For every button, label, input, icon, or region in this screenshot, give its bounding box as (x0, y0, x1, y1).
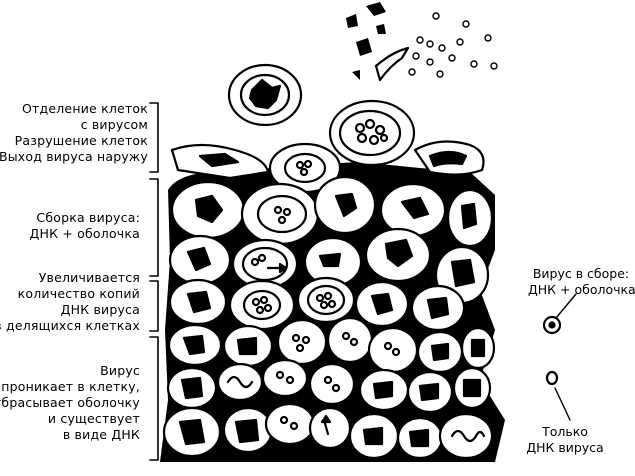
outer-cell-right (413, 140, 485, 176)
stage-label-assembly: Сборка вируса: ДНК + оболочка (30, 210, 141, 242)
legend-assembled-line: Вирус в сборе: (532, 266, 630, 281)
stage-label-replication-line: в делящихся клетках (0, 318, 140, 333)
stage-brackets (149, 102, 159, 461)
stage-label-release: Отделение клеток с вирусом Разрушение кл… (0, 101, 148, 165)
lysing-cell (328, 99, 416, 167)
stage-label-assembly-line: Сборка вируса: (36, 210, 140, 225)
cell-row-entry-3 (162, 402, 494, 460)
stage-label-assembly-line: ДНК + оболочка (29, 226, 140, 241)
stage-label-replication-line: количество копий (17, 286, 140, 301)
legend-assembled-line: ДНК + оболочка (528, 282, 635, 297)
membrane-fragment (374, 46, 410, 82)
released-cell (227, 63, 303, 127)
legend-assembled-virus: Вирус в сборе: ДНК + оболочка (528, 266, 635, 298)
stage-label-entry-line: и существует (47, 411, 140, 426)
debris (346, 2, 386, 80)
stage-label-release-line: Выход вируса наружу (0, 149, 148, 164)
legend-dna-only-line: Только (542, 424, 588, 439)
stage-label-entry-line: Вирус (100, 363, 140, 378)
stage-label-release-line: с вирусом (80, 117, 148, 132)
cell-row-replication (168, 276, 466, 332)
free-viruses (408, 12, 498, 78)
legend-dna-only-line: ДНК вируса (526, 440, 604, 455)
legend-dna-only: Только ДНК вируса (520, 424, 610, 456)
stage-label-release-line: Отделение клеток (21, 101, 148, 116)
stage-label-release-line: Разрушение клеток (14, 133, 148, 148)
cell-row-assembly (170, 175, 494, 248)
stage-label-entry-line: отбрасывает оболочку (0, 395, 140, 410)
cell-row-entry (167, 316, 496, 374)
stage-label-entry: Вирус проникает в клетку, отбрасывает об… (0, 363, 140, 443)
outer-cell-mid (268, 142, 342, 194)
stage-label-replication: Увеличивается количество копий ДНК вирус… (0, 270, 140, 334)
stage-label-replication-line: ДНК вируса (60, 302, 140, 317)
assembled-virus-icon (542, 293, 577, 335)
cell-row-assembly-2 (168, 227, 490, 305)
stage-label-entry-line: в виде ДНК (62, 427, 140, 442)
stage-label-replication-line: Увеличивается (38, 270, 140, 285)
stage-label-entry-line: проникает в клетку, (1, 379, 140, 394)
outer-cell-left (170, 143, 270, 180)
dna-only-icon (545, 370, 571, 421)
